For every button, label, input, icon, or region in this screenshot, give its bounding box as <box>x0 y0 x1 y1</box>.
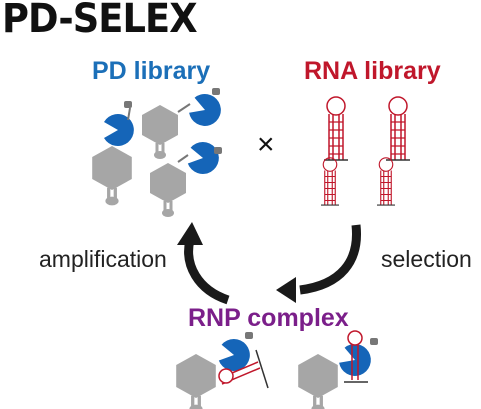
pd-library-molecules <box>90 88 226 219</box>
protein-icon <box>296 352 340 409</box>
blue-domain-icon <box>217 336 253 374</box>
protein-icon <box>140 103 180 161</box>
hairpin-icon <box>323 96 349 161</box>
rnp-complex-molecules <box>174 330 378 409</box>
rnp-complex-label: RNP complex <box>188 304 349 332</box>
hairpin-icon <box>320 157 340 206</box>
protein-icon <box>174 352 218 409</box>
blue-domain-icon <box>186 139 222 177</box>
diagram-title: PD-SELEX <box>2 0 198 42</box>
cycle-arrows <box>177 222 361 305</box>
protein-icon <box>90 144 134 208</box>
amplification-label: amplification <box>39 246 167 272</box>
selection-label: selection <box>381 246 472 272</box>
blue-domain-icon <box>186 90 226 131</box>
protein-icon <box>148 161 188 219</box>
selection-arrow-icon <box>299 224 361 295</box>
blue-domain-icon <box>336 340 376 381</box>
rna-library-label: RNA library <box>304 57 441 85</box>
hairpin-icon <box>376 157 396 206</box>
hairpin-icon <box>385 96 411 161</box>
blue-domain-icon <box>104 114 134 146</box>
pd-library-label: PD library <box>92 57 211 85</box>
combine-symbol: × <box>257 128 275 161</box>
rna-library-molecules <box>320 96 411 206</box>
amplification-arrow-icon <box>184 238 230 305</box>
